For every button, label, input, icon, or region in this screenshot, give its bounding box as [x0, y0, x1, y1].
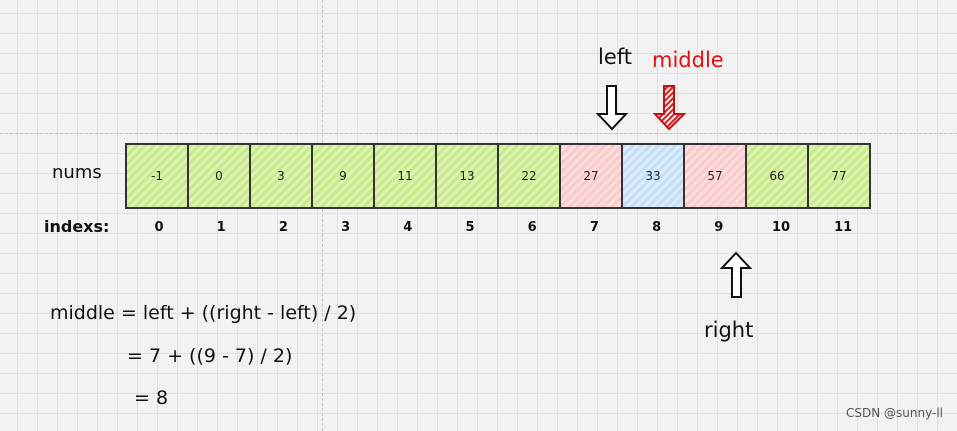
index-label: 3 [341, 220, 351, 235]
array-cell: 77 [807, 143, 871, 209]
index-label: 0 [154, 220, 164, 235]
index-label: 9 [714, 220, 724, 235]
watermark: CSDN @sunny-ll [846, 406, 943, 420]
right-label: right [704, 318, 754, 342]
array-cell: 22 [497, 143, 561, 209]
index-label: 7 [589, 220, 599, 235]
index-label: 6 [527, 220, 537, 235]
array-cell: 66 [745, 143, 809, 209]
array-cell: 13 [435, 143, 499, 209]
index-label: 11 [834, 220, 853, 235]
array-cell: 9 [311, 143, 375, 209]
formula-line-2: = 7 + ((9 - 7) / 2) [127, 345, 293, 367]
array-cell: 3 [249, 143, 313, 209]
index-label: 2 [278, 220, 288, 235]
guide-line-horizontal [0, 133, 957, 134]
index-label: 5 [465, 220, 475, 235]
guide-line-vertical [322, 0, 323, 431]
index-label: 8 [652, 220, 662, 235]
index-label: 10 [771, 220, 791, 235]
array-cell: -1 [125, 143, 189, 209]
formula-line-3: = 8 [134, 387, 169, 409]
index-label: 1 [216, 220, 226, 235]
array-cell: 27 [559, 143, 623, 209]
array-cell: 57 [683, 143, 747, 209]
nums-label: nums [52, 162, 102, 183]
indexs-label: indexs: [44, 217, 110, 236]
formula-line-1: middle = left + ((right - left) / 2) [50, 302, 357, 324]
left-label: left [598, 45, 633, 69]
array-cell: 33 [621, 143, 685, 209]
left-arrow-icon [596, 85, 629, 131]
array-cell: 0 [187, 143, 251, 209]
index-label: 4 [403, 220, 413, 235]
right-arrow-icon [720, 251, 753, 298]
array-cell: 11 [373, 143, 437, 209]
middle-arrow-icon [652, 85, 687, 131]
middle-label: middle [652, 48, 724, 72]
